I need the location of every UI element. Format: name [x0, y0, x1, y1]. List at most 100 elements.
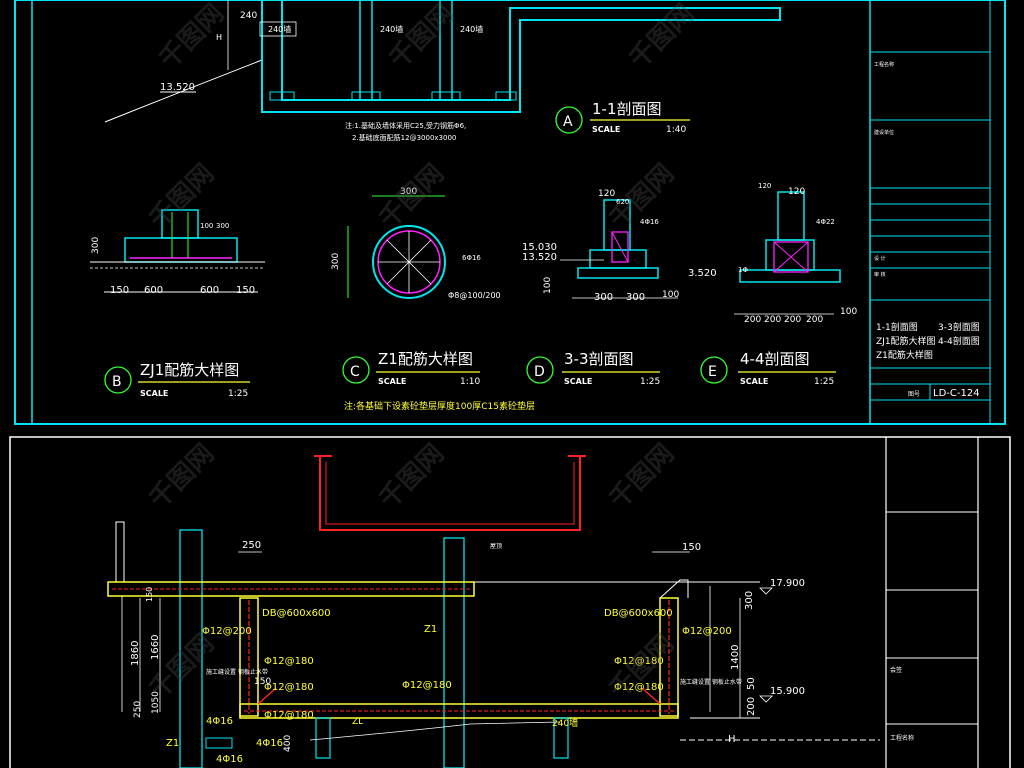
bottom-sheet: 会签 工程名称 [9, 436, 1011, 768]
tb-list-2: 3-3剖面图 [938, 321, 980, 333]
marker-c-circle [342, 356, 370, 384]
dim-250-left: 250 [133, 701, 143, 718]
marker-d-circle [526, 356, 554, 384]
tb-row-review: 审 核 [874, 271, 886, 278]
section-1-1-title: 1-1剖面图 [592, 100, 662, 118]
tb-row-project: 工程名称 [874, 61, 894, 68]
zj1-dim-300-top: 300 [216, 222, 229, 230]
s33-dim-100-right: 100 [662, 290, 679, 300]
dim-250-top: 250 [242, 540, 261, 551]
tb-row-design: 设 计 [874, 255, 886, 262]
label-zl: ZL [352, 717, 363, 727]
detail-c-title: Z1配筋大样图 [378, 350, 473, 368]
roof-label: 屋顶 [490, 543, 502, 550]
rebar-m1: Φ12@180 [402, 680, 452, 691]
z1-dim-300-top: 300 [400, 187, 417, 197]
top-sheet: 工程名称 建设单位 设 计 审 核 1-1剖面图 3-3剖面图 ZJ1配筋大样图… [14, 0, 1006, 425]
rebar-r3: Φ12@180 [614, 682, 664, 693]
dim-200-right: 200 [746, 697, 757, 716]
rebar-l1: Φ12@200 [202, 626, 252, 637]
roof-slab [107, 581, 475, 597]
label-240-wall-1: 240墙 [268, 24, 291, 34]
rebar-beam-right: DB@600x600 [604, 608, 673, 619]
s33-dim-300-a: 300 [594, 292, 613, 303]
zj1-dim-150-left: 150 [110, 285, 129, 296]
s44-tag: 1Φ [738, 266, 748, 274]
annotation-left: 施工缝设置 钢板止水带 [206, 668, 268, 676]
ground-slope-line [104, 59, 263, 123]
section-1-1-scale-value: 1:40 [666, 125, 686, 135]
tb-list-4: 4-4剖面图 [938, 335, 980, 347]
tank-right-wall [659, 597, 679, 717]
tb-list-1: 1-1剖面图 [876, 321, 918, 333]
watermark-5: 千图网 [374, 159, 450, 235]
elevation-13520: 13.520 [160, 82, 195, 93]
elev-17900: 17.900 [770, 578, 805, 589]
red-tank-outline [319, 456, 581, 531]
detail-b-title: ZJ1配筋大样图 [140, 361, 239, 379]
annotation-right: 施工缝设置 钢板止水带 [680, 678, 742, 686]
s44-dim-200-2: 200 [764, 315, 781, 325]
dim-150-top: 150 [682, 542, 701, 553]
s33-dim-100-left: 100 [543, 277, 553, 294]
rebar-r1: Φ12@200 [682, 626, 732, 637]
watermark-8: 千图网 [374, 439, 450, 515]
detail-c-scale-value: 1:10 [460, 377, 480, 387]
bottom-tb-row-2: 工程名称 [890, 734, 914, 742]
note-line-2: 2.基础底面配筋12@3000x3000 [352, 133, 456, 142]
section-1-1-outline [261, 0, 781, 113]
marker-d-letter: D [534, 364, 545, 380]
detail-e-title: 4-4剖面图 [740, 350, 810, 368]
marker-e-circle [700, 356, 728, 384]
marker-b-letter: B [112, 374, 122, 390]
s44-dim-200-3: 200 [784, 315, 801, 325]
rebar-4phi16-c: 4Φ16 [216, 754, 243, 765]
rebar-l2: Φ12@180 [264, 656, 314, 667]
marker-a-letter: A [563, 114, 573, 130]
tank-base-slab [239, 703, 679, 719]
s33-dim-300-b: 300 [626, 292, 645, 303]
dim-1660: 1660 [150, 635, 161, 660]
s44-dim-200-1: 200 [744, 315, 761, 325]
marker-c-letter: C [350, 364, 360, 380]
dim-300-right: 300 [744, 591, 755, 610]
rebar-beam-left: DB@600x600 [262, 608, 331, 619]
section-1-1-drawing: 13.520 240 240墙 240墙 240墙 H 注:1.基础及墙体采用C… [104, 0, 781, 142]
s44-dim-4phi22: 4Φ22 [816, 218, 835, 226]
label-h-top: H [216, 33, 222, 42]
zj1-dim-100: 100 [200, 222, 213, 230]
marker-b-circle [104, 366, 132, 394]
watermark-3: 千图网 [624, 0, 700, 75]
label-240-top: 240 [240, 11, 257, 21]
top-title-block [870, 0, 991, 424]
detail-e-scale-label: SCALE [740, 377, 768, 386]
z1-stirrup-label: Φ8@100/200 [448, 291, 501, 300]
s33-dim-4phi16: 4Φ16 [640, 218, 659, 226]
zj1-dim-300: 300 [91, 237, 101, 254]
note-line-1: 注:1.基础及墙体采用C25,受力钢筋Φ6, [345, 121, 466, 130]
s33-dim-620: 620 [616, 198, 629, 206]
tank-left-wall [239, 597, 259, 717]
label-240-wall-2: 240墙 [380, 24, 403, 34]
section-4-4-drawing: 120 120 4Φ22 3.520 1Φ 200 200 200 200 10… [688, 182, 857, 387]
s44-dim-100: 100 [840, 307, 857, 317]
detail-e-scale-value: 1:25 [814, 377, 834, 387]
bottom-tb-row-1: 会签 [890, 666, 902, 674]
dim-400-left: 400 [283, 735, 293, 752]
zj1-dim-600-right: 600 [200, 285, 219, 296]
rebar-l3: Φ12@180 [264, 682, 314, 693]
tb-sheet-label: 图号 [908, 391, 920, 398]
marker-e-letter: E [708, 364, 717, 380]
dim-1050: 1050 [151, 691, 161, 714]
z1-detail-drawing: 300 300 6Φ16 Φ8@100/200 C Z1配筋大样图 SCALE … [331, 187, 501, 387]
dim-150-left: 150 [145, 587, 154, 602]
s33-elev-13520: 13.520 [522, 252, 557, 263]
dim-1860: 1860 [130, 641, 141, 666]
label-z1-b: Z1 [166, 738, 179, 749]
tb-sheet-no: LD-C-124 [933, 388, 980, 399]
detail-b-scale-value: 1:25 [228, 389, 248, 399]
dim-h-right: H [728, 734, 736, 745]
zj1-dim-600-left: 600 [144, 285, 163, 296]
detail-b-scale-label: SCALE [140, 389, 168, 398]
